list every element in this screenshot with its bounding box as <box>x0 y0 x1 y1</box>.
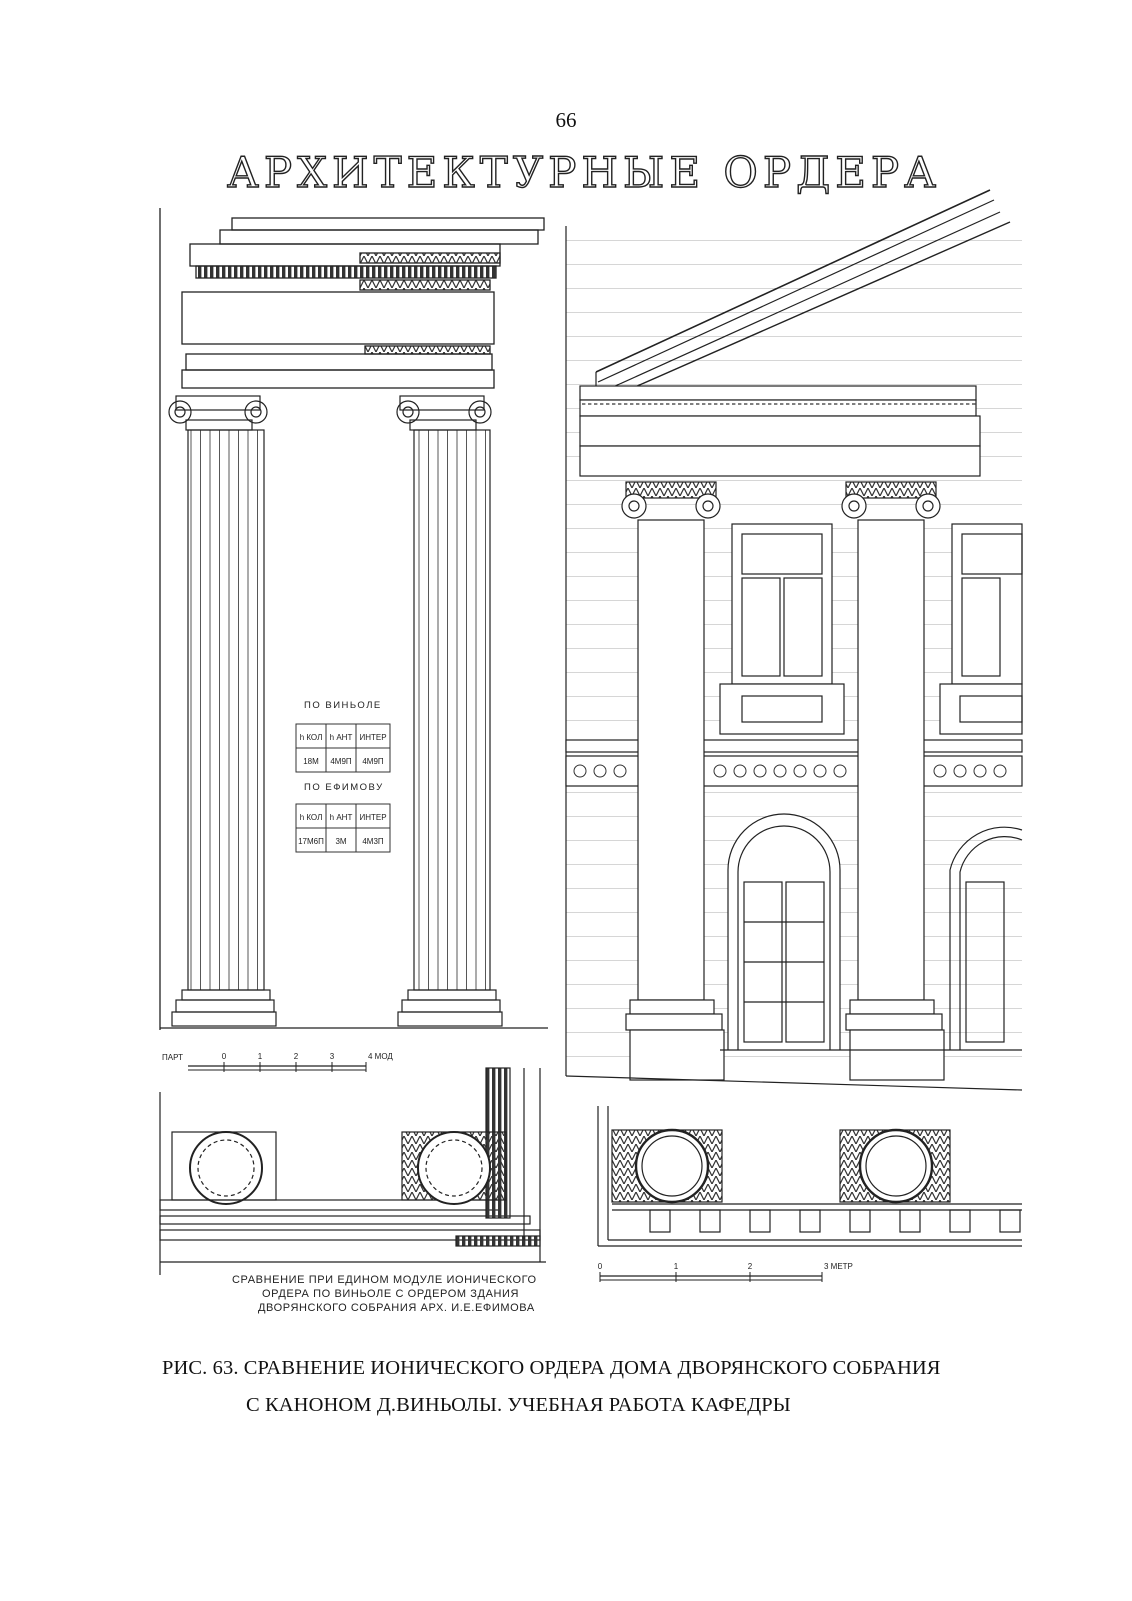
table-cell: 4М9П <box>362 757 384 766</box>
vignola-plan <box>159 1067 546 1275</box>
figure-caption-line-2: С КАНОНОМ Д.ВИНЬОЛЫ. УЧЕБНАЯ РАБОТА КАФЕ… <box>246 1394 791 1416</box>
scale-bar-modules: ПАРТ 0 1 2 3 4 МОД <box>162 1052 393 1072</box>
page-number: 66 <box>555 108 577 132</box>
scale-tick: 2 <box>748 1262 753 1271</box>
note-line: ДВОРЯНСКОГО СОБРАНИЯ АРХ. И.Е.ЕФИМОВА <box>258 1302 535 1314</box>
table-cell: ИНТЕР <box>359 733 386 742</box>
table-cell: 17М6П <box>298 837 324 846</box>
table-cell: ИНТЕР <box>359 813 386 822</box>
vignola-column-right <box>160 395 548 1029</box>
scale-tick: 3 <box>330 1052 335 1061</box>
comparison-note: СРАВНЕНИЕ ПРИ ЕДИНОМ МОДУЛЕ ИОНИЧЕСКОГО … <box>232 1274 537 1314</box>
table-cell: 4М9П <box>330 757 352 766</box>
scale-tick: 0 <box>598 1262 603 1271</box>
table-cell: h КОЛ <box>300 733 323 742</box>
scale-tick: 4 МОД <box>368 1052 393 1061</box>
table-cell: 3М <box>335 837 346 846</box>
table-cell: 18М <box>303 757 319 766</box>
table-heading-efimov: ПО ЕФИМОВУ <box>304 782 384 793</box>
scale-tick: 1 <box>674 1262 679 1271</box>
building-plan <box>597 1106 1022 1247</box>
note-line: СРАВНЕНИЕ ПРИ ЕДИНОМ МОДУЛЕ ИОНИЧЕСКОГО <box>232 1274 537 1286</box>
table-cell: h АНТ <box>330 813 353 822</box>
table-heading-vignola: ПО ВИНЬОЛЕ <box>304 700 382 711</box>
note-line: ОРДЕРА ПО ВИНЬОЛЕ С ОРДЕРОМ ЗДАНИЯ <box>262 1288 519 1300</box>
figure-caption-line-1: РИС. 63. СРАВНЕНИЕ ИОНИЧЕСКОГО ОРДЕРА ДО… <box>162 1357 941 1379</box>
vignola-column-left <box>168 395 277 1027</box>
scale-bar-meters: 0 1 2 3 МЕТР <box>598 1262 853 1282</box>
scale-label: ПАРТ <box>162 1053 183 1062</box>
scale-tick: 0 <box>222 1052 227 1061</box>
vignola-entablature <box>159 208 545 1030</box>
table-cell: h АНТ <box>330 733 353 742</box>
scale-tick: 2 <box>294 1052 299 1061</box>
module-table: ПО ВИНЬОЛЕ h КОЛ h АНТ ИНТЕР 18М 4М9П 4М… <box>295 700 391 853</box>
plate-title: АРХИТЕКТУРНЫЕ ОРДЕРА <box>227 148 941 197</box>
table-cell: 4М3П <box>362 837 384 846</box>
building-facade <box>565 189 1023 1091</box>
scale-tick: 3 МЕТР <box>824 1262 853 1271</box>
table-cell: h КОЛ <box>300 813 323 822</box>
scale-tick: 1 <box>258 1052 263 1061</box>
